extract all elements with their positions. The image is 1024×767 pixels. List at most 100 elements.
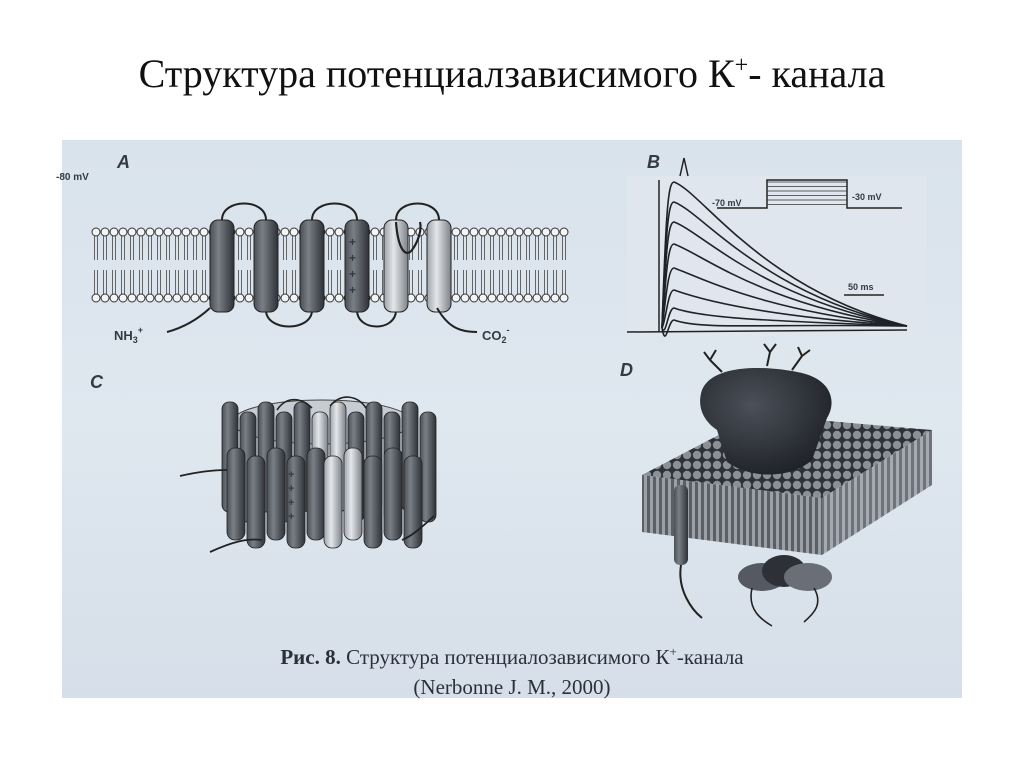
lipid-tail-bottom [409,270,413,294]
lipid-tail-top [562,236,566,260]
lipid-head-bottom [154,293,164,303]
lipid-head-top [541,227,551,237]
cytoplasmic-tail-left [750,587,773,627]
extracellular-loop [221,202,267,221]
lipid-bilayer [91,227,569,303]
panel-label-a: A [116,152,130,172]
tetramer-helix-front [323,455,343,549]
tetramer-helix-front [306,447,326,541]
current-trace [661,307,908,331]
lipid-tail-top [463,236,467,260]
lipid-head-top [478,227,488,237]
current-trace [661,289,908,329]
lipid-tail-top [328,236,332,260]
tetramer-tail-right [401,515,435,541]
lipid-tail-top [517,236,521,260]
lipid-head-top [163,227,173,237]
helix-s6 [426,219,452,313]
c-terminus-base: CO [482,328,502,343]
lipid-tail-bottom [562,270,566,294]
voltage-sensor-charge: + [349,235,356,249]
panel-label-c: C [90,372,104,392]
lipid-head-top [559,227,569,237]
glycosylation-tree-3 [791,346,811,371]
lipid-tail-bottom [202,270,206,294]
c-terminus-sub: 2 [502,335,507,345]
panel-label-b: B [647,152,660,172]
title-superscript: + [734,52,749,79]
title-end: - канала [748,51,886,96]
lipid-tail-bottom [481,270,485,294]
lipid-head-bottom [199,293,209,303]
lipid-head-top [127,227,137,237]
current-trace [661,181,908,329]
lipid-tail-top [121,236,125,260]
intracellular-loop [265,309,313,328]
current-trace [661,319,908,337]
lipid-head-top [136,227,146,237]
lipid-tail-bottom [94,270,98,294]
lipid-head-top [289,227,299,237]
helix-s5 [383,219,409,313]
lipid-head-top [505,227,515,237]
beta-subunit-helix [674,485,688,565]
lipid-head-bottom [163,293,173,303]
baseline [626,329,908,333]
lipid-head-top [235,227,245,237]
lipid-tail-top [193,236,197,260]
lipid-tail-bottom [472,270,476,294]
lipid-tail-top [544,236,548,260]
lipid-head-top [469,227,479,237]
lipid-head-top [496,227,506,237]
lipid-tail-top [292,236,296,260]
lipid-tail-top [553,236,557,260]
tetramer-helix-front [403,455,423,549]
lipid-tail-top [247,236,251,260]
lipid-tail-bottom [337,270,341,294]
caption-text-main: Структура потенциалозависимого К [340,645,670,669]
lipid-tail-bottom [553,270,557,294]
cytoplasmic-tail-right [803,587,819,623]
lipid-tail-bottom [454,270,458,294]
n-terminus-label: NH3+ [114,325,143,345]
voltage-step-protocol [717,179,902,209]
step-end-label: -30 mV [852,192,882,202]
tetramer-tail-left [179,469,228,477]
lipid-tail-bottom [112,270,116,294]
lipid-tail-bottom [130,270,134,294]
helix-s1 [209,219,235,313]
lipid-head-top [181,227,191,237]
extracellular-loop [395,202,440,221]
voltage-step-levels [767,181,847,205]
lipid-head-bottom [559,293,569,303]
tetramer-charge: + [288,497,294,509]
title-main: Структура потенциалзависимого К [138,51,735,96]
lipid-tail-top [238,236,242,260]
lipid-head-top [244,227,254,237]
lipid-head-bottom [451,293,461,303]
lipid-head-top [487,227,497,237]
membrane-right-side [822,430,932,555]
n-terminus-base: NH [114,328,133,343]
lipid-tail-bottom [526,270,530,294]
extracellular-loop [311,202,358,221]
caption-line-1: Рис. 8. Структура потенциалозависимого К… [62,637,962,672]
tetramer-helix-front [343,447,363,541]
lipid-head-bottom [496,293,506,303]
lipid-head-bottom [487,293,497,303]
lipid-tail-top [94,236,98,260]
current-trace [661,221,908,329]
lipid-head-bottom [100,293,110,303]
lipid-tail-top [535,236,539,260]
lipid-tail-top [454,236,458,260]
lipid-tail-top [166,236,170,260]
lipid-tail-bottom [193,270,197,294]
lipid-tail-top [148,236,152,260]
helix-s3 [299,219,325,313]
lipid-head-top [334,227,344,237]
tetramer-helix-front [246,455,266,549]
channel-pore-protein [700,367,832,475]
tetramer-helix-front [286,455,306,549]
lipid-head-bottom [532,293,542,303]
tetramer-helix-front [226,447,246,541]
